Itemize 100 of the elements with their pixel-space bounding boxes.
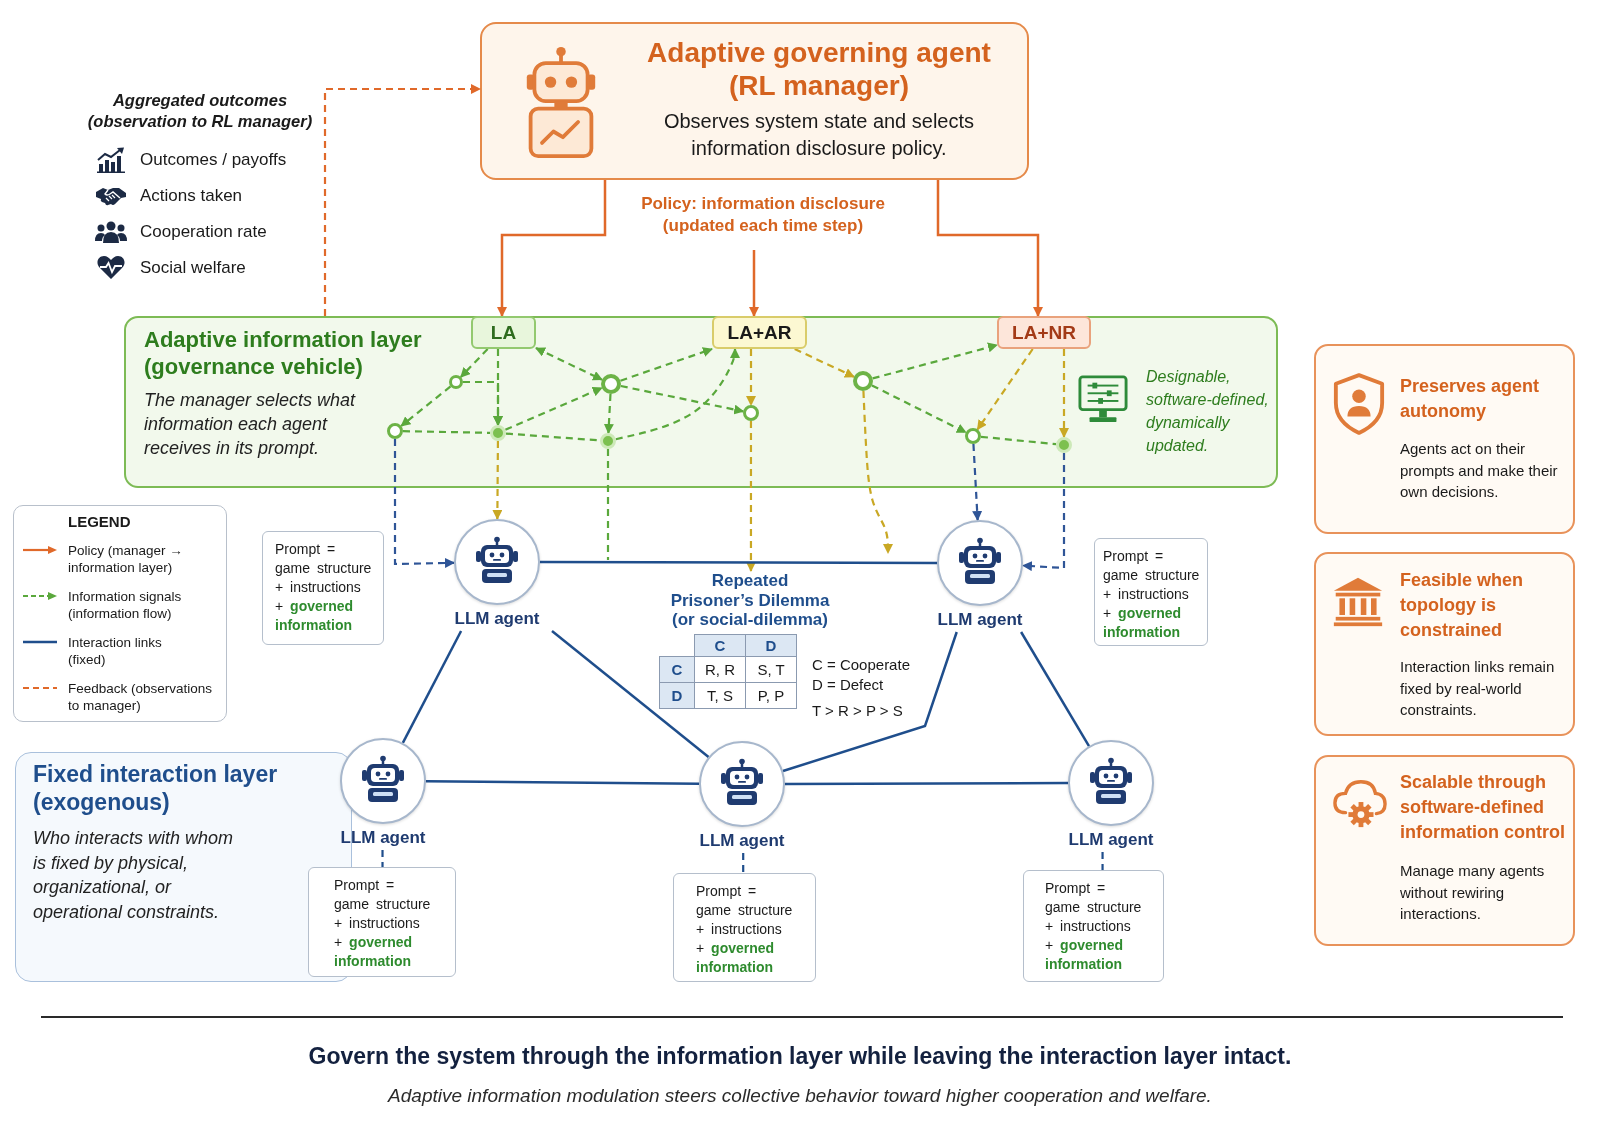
dashed-line — [742, 853, 745, 873]
outcome-label: Outcomes / payoffs — [140, 149, 287, 171]
link-line — [401, 630, 463, 744]
benefit-card — [1314, 552, 1575, 736]
layer-text: The manager selects what information each agent receives in its prompt. — [144, 389, 357, 460]
dashed-arrow — [393, 439, 455, 568]
agent-label: LLM agent — [937, 609, 1023, 631]
payoff-header: D — [659, 682, 695, 709]
diagram-caption: Adaptive information modulation steers collective behavior toward higher cooperation and welfare. — [388, 1084, 1212, 1107]
payoff-value: P, P — [745, 682, 797, 709]
dashed-arrow — [603, 393, 614, 434]
agent-label: LLM agent — [699, 830, 785, 852]
link-line — [551, 630, 710, 758]
layer-title: Fixed interaction layer (exogenous) — [33, 760, 279, 816]
benefit-card — [1314, 344, 1575, 534]
payoff-header: C — [694, 634, 746, 657]
dashed-arrow — [1021, 453, 1066, 572]
dashed-arrow — [492, 441, 503, 520]
signal-node — [600, 433, 616, 449]
link-line — [785, 781, 1068, 786]
prompt-box: Prompt = game structure + instructions + governed information — [1023, 870, 1164, 982]
card-title: Scalable through software-defined information control — [1400, 771, 1566, 844]
manager-box — [480, 22, 1029, 180]
dashed-line — [381, 850, 384, 867]
card-title: Feasible when topology is constrained — [1400, 569, 1525, 642]
policy-label: Policy: information disclosure (updated each time step) — [640, 193, 886, 237]
policy-tag: LA+NR — [997, 316, 1091, 349]
outcome-label: Cooperation rate — [140, 221, 267, 243]
card-text: Interaction links remain fixed by real-world constraints. — [1400, 657, 1556, 720]
link-line — [782, 631, 958, 773]
link-line — [540, 560, 937, 565]
policy-tag: LA — [471, 316, 536, 349]
payoff-header: C — [659, 656, 695, 683]
prompt-box: Prompt = game structure + instructions + governed information — [308, 867, 456, 977]
dashed-arrow — [323, 84, 481, 316]
signal-node — [387, 423, 403, 439]
signal-node — [1056, 437, 1072, 453]
policy-tag: LA+AR — [712, 316, 807, 349]
card-text: Agents act on their prompts and make their own decisions. — [1400, 439, 1559, 502]
dashed-arrow — [504, 386, 603, 431]
signal-node — [965, 428, 981, 444]
dashed-line — [403, 430, 491, 434]
dashed-arrow — [620, 384, 745, 415]
prompt-box: Prompt = game structure + instructions + governed information — [1094, 538, 1208, 646]
outcome-label: Actions taken — [140, 185, 243, 207]
agent-label: LLM agent — [340, 827, 426, 849]
dashed-arrow — [862, 390, 893, 554]
link-line — [1020, 631, 1091, 747]
prompt-box: Prompt = game structure + instructions + governed information — [673, 873, 816, 982]
agent-label: LLM agent — [454, 608, 540, 630]
dashed-arrow — [535, 347, 603, 381]
payoff-header: D — [745, 634, 797, 657]
dashed-arrow — [871, 384, 967, 434]
card-title: Preserves agent autonomy — [1400, 375, 1541, 423]
note-text: D = Defect — [812, 676, 884, 694]
dashed-arrow — [976, 348, 1034, 431]
box-title: Adaptive governing agent (RL manager) — [646, 36, 992, 102]
box-text: Observes system state and selects information disclosure policy. — [662, 109, 976, 161]
arrow — [749, 250, 759, 317]
outcome-label: Social welfare — [140, 257, 246, 279]
dashed-line — [1101, 852, 1104, 870]
layer-note: Designable, software-defined, dynamically updated. — [1146, 367, 1270, 456]
dashed-arrow — [620, 347, 713, 382]
benefit-card — [1314, 755, 1575, 946]
layer-title: Adaptive information layer (governance vehicle) — [144, 326, 423, 380]
legend-text: Policy (manager → information layer) — [68, 542, 184, 576]
signal-node — [490, 425, 506, 441]
info-layer-panel — [124, 316, 1278, 488]
note-text: T > R > P > S — [812, 702, 903, 720]
legend-title: LEGEND — [68, 513, 131, 531]
dashed-arrow — [615, 348, 740, 441]
signal-node — [853, 371, 873, 391]
dashed-arrow — [745, 421, 756, 572]
dashed-line — [980, 435, 1057, 446]
dashed-arrow — [972, 443, 983, 522]
legend-text: Feedback (observations to manager) — [68, 680, 214, 714]
dashed-line — [606, 449, 610, 560]
prompt-box: Prompt = game structure + instructions + governed information — [262, 531, 384, 645]
note-text: C = Cooperate — [812, 656, 910, 674]
dashed-arrow — [794, 348, 855, 378]
game-title: Repeated Prisoner’s Dilemma (or social-dilemma) — [669, 571, 831, 630]
legend-text: Information signals (information flow) — [68, 588, 183, 622]
dashed-arrow — [400, 385, 452, 427]
dashed-arrow — [746, 349, 756, 406]
layer-text: Who interacts with whom is fixed by physical, organizational, or operational constraints. — [33, 827, 235, 924]
outcomes-heading: Aggregated outcomes (observation to RL manager) — [86, 90, 314, 132]
link-line — [426, 780, 699, 785]
agent-label: LLM agent — [1068, 829, 1154, 851]
dashed-arrow — [460, 348, 489, 378]
dashed-arrow — [872, 342, 998, 380]
dashed-arrow — [1059, 349, 1069, 438]
signal-node — [743, 405, 759, 421]
signal-node — [449, 375, 463, 389]
card-text: Manage many agents without rewiring interactions. — [1400, 861, 1546, 924]
arrow — [936, 180, 1043, 317]
arrow — [497, 180, 607, 317]
dashed-arrow — [493, 349, 503, 426]
legend-text: Interaction links (fixed) — [68, 634, 163, 668]
diagram-title: Govern the system through the information layer while leaving the interaction layer intact. — [308, 1042, 1292, 1070]
signal-node — [601, 374, 621, 394]
